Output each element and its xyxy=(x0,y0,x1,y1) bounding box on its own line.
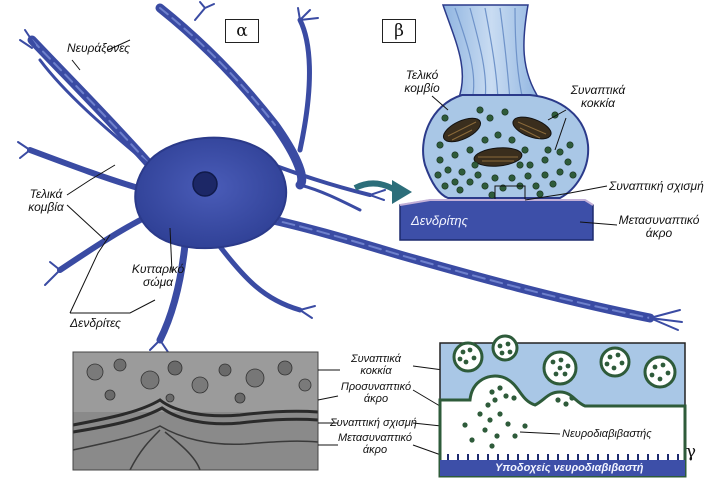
micro-postsynaptic-label-line2: άκρο xyxy=(362,444,388,456)
micro-postsynaptic-label: Μετασυναπτικό άκρο xyxy=(334,432,416,456)
arrow-shaft xyxy=(353,180,397,193)
postsynaptic-label: Μετασυναπτικό άκρο xyxy=(618,214,700,240)
cell-body-label-line2: σώμα xyxy=(143,275,173,289)
arrow-head xyxy=(392,180,412,204)
receptors-label: Υποδοχείς νευροδιαβιβαστή xyxy=(495,462,644,474)
panel-c-tag: γ xyxy=(685,442,697,462)
micro-vesicles-label-line1: Συναπτικά xyxy=(351,353,401,365)
electron-micrograph xyxy=(72,351,319,471)
micro-cleft-label: Συναπτική σχισμή xyxy=(330,417,417,429)
micro-postsynaptic-label-line1: Μετασυναπτικό xyxy=(337,432,413,444)
presynaptic-membrane xyxy=(438,374,687,478)
postsynaptic-label-line1: Μετασυναπτικό xyxy=(618,213,700,227)
presynaptic-label-line2: άκρο xyxy=(363,393,389,405)
receptors xyxy=(447,454,679,460)
terminals-label: Τελικά κομβία xyxy=(22,188,70,214)
synapse-leader-lines xyxy=(431,95,618,226)
terminals-label-line2: κομβία xyxy=(28,200,64,214)
synaptic-cleft-detail xyxy=(438,334,687,478)
micro-vesicles-label-line2: κοκκία xyxy=(360,365,392,377)
terminal-label-line1: Τελικό xyxy=(405,68,439,82)
micro-vesicles-label: Συναπτικά κοκκία xyxy=(340,353,412,377)
neurotransmitter-label: Νευροδιαβιβαστής xyxy=(562,428,652,440)
terminals-label-line1: Τελικά xyxy=(29,187,63,201)
vesicles-label-line2: κοκκία xyxy=(580,96,616,110)
vesicles-label-line1: Συναπτικά xyxy=(570,83,626,97)
dendrite-label: Δενδρίτης xyxy=(411,213,468,228)
panel-a-tag: α xyxy=(225,19,259,43)
cell-body-label: Κυτταρικό σώμα xyxy=(122,263,194,289)
presynaptic-label-line1: Προσυναπτικό xyxy=(340,381,412,393)
postsynaptic-band xyxy=(440,460,685,476)
neurotransmitter-dots xyxy=(462,411,528,449)
axon-stalk xyxy=(441,4,542,101)
terminal-label: Τελικό κομβίο xyxy=(394,69,450,95)
cell-body-label-line1: Κυτταρικό xyxy=(131,262,185,276)
dendrites-label: Δενδρίτες xyxy=(70,316,121,330)
postsynaptic-label-line2: άκρο xyxy=(645,226,673,240)
nucleus xyxy=(193,172,217,196)
panel-b-tag: β xyxy=(382,19,416,43)
neuron-leader-lines xyxy=(66,39,173,314)
presynaptic-label: Προσυναπτικό άκρο xyxy=(336,381,416,405)
vesicles-label: Συναπτικά κοκκία xyxy=(565,84,631,110)
cleft-label: Συναπτική σχισμή xyxy=(609,179,704,193)
terminal-label-line2: κομβίο xyxy=(404,81,440,95)
axons-label: Νευράξονες xyxy=(67,41,130,55)
